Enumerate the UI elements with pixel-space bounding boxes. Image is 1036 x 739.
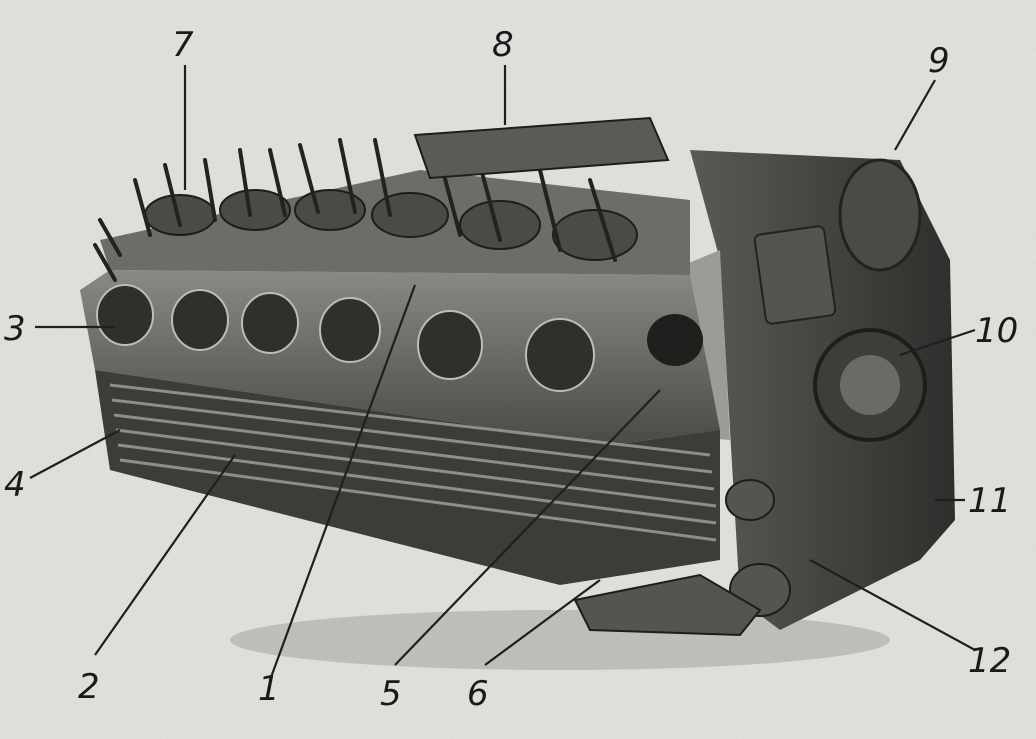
leader-2	[94, 454, 236, 656]
callout-1: 1	[258, 669, 280, 709]
callout-9: 9	[928, 41, 950, 81]
leader-lines	[29, 65, 976, 681]
callout-10: 10	[975, 311, 1018, 351]
callout-5: 5	[380, 674, 402, 714]
callout-12: 12	[968, 641, 1011, 681]
callout-3: 3	[4, 309, 26, 349]
leader-6	[484, 579, 601, 666]
callout-6: 6	[467, 674, 489, 714]
callout-2: 2	[78, 667, 100, 707]
leader-1	[268, 284, 417, 681]
callout-8: 8	[492, 25, 514, 65]
leader-9	[894, 79, 936, 151]
leader-5	[394, 389, 661, 666]
leader-4	[29, 429, 121, 479]
callout-labels: 1 2 3 4 5 6 7 8 9 10 11 12	[4, 25, 1018, 714]
callout-4: 4	[4, 465, 26, 505]
leader-12	[809, 559, 976, 651]
engine-body	[80, 116, 955, 670]
leader-10	[899, 328, 976, 357]
callout-11: 11	[968, 481, 1011, 521]
callout-7: 7	[172, 25, 194, 65]
